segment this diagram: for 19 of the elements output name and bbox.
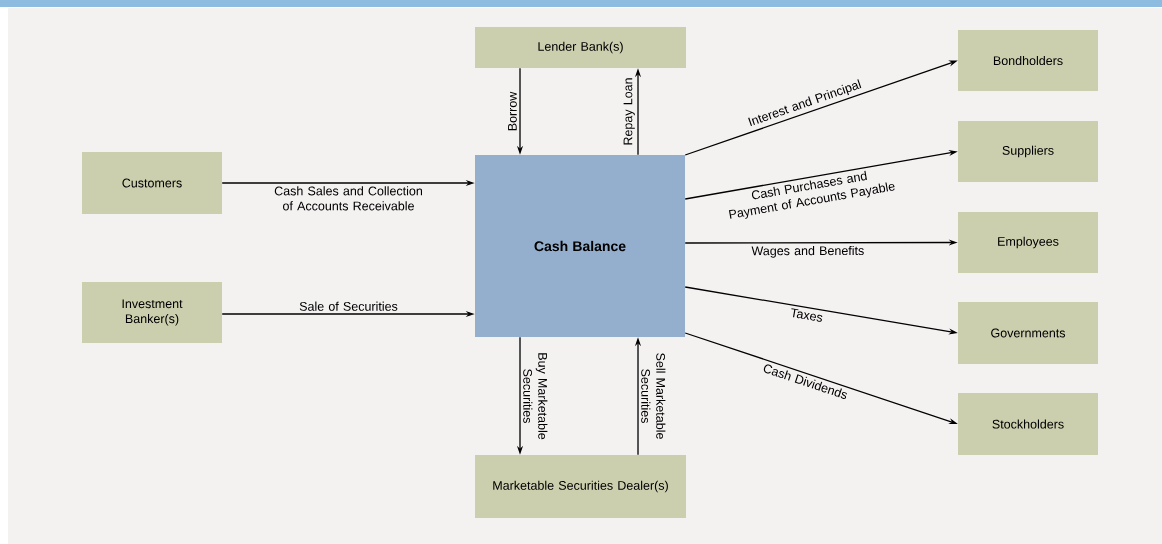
entity-box: Lender Bank(s) [475,27,686,68]
entity-box: Stockholders [958,393,1098,455]
entity-box: Marketable Securities Dealer(s) [475,455,686,518]
edge-label: Buy Marketable Securities [523,353,548,440]
entity-box: Governments [958,302,1098,364]
edge-label: Sale of Securities [299,301,398,311]
entity-box: Investment Banker(s) [82,282,222,343]
edge-label: Repay Loan [623,78,635,145]
edge-label: Wages and Benefits [751,245,864,258]
entity-box: Bondholders [958,30,1098,91]
edge-label: Sell Marketable Securities [641,353,666,439]
entity-box: Employees [958,212,1098,273]
edge-label: Cash Sales and Collection of Accounts Receivable [274,186,422,211]
cash-balance-box: Cash Balance [475,155,685,337]
edge-label: Taxes [791,308,823,322]
entity-box: Suppliers [958,121,1098,182]
edge-label: Borrow [508,91,517,131]
edge-label: Cash Purchases and Payment of Accounts Payable [728,170,895,219]
entity-box: Customers [82,152,222,214]
